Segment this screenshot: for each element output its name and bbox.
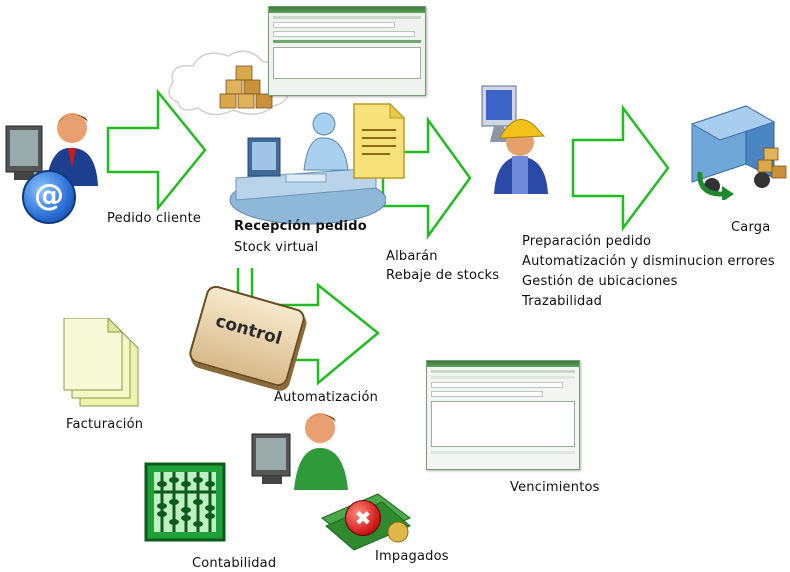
control-key-label: control <box>213 311 285 350</box>
reception-desk-illustration <box>229 112 386 225</box>
label-impagados: Impagados <box>375 549 449 564</box>
label-recepcion-pedido: Recepción pedido <box>234 219 367 234</box>
abacus-icon <box>144 462 226 542</box>
unpaid-cross-icon: ✖ <box>345 500 381 536</box>
label-carga: Carga <box>731 220 771 235</box>
label-albaran: Albarán <box>386 249 438 264</box>
order-app-screenshot <box>268 6 426 96</box>
email-icon: @ <box>22 170 76 224</box>
arrow-preparacion-to-carga <box>571 104 670 232</box>
label-contabilidad: Contabilidad <box>192 556 277 571</box>
label-pedido-cliente: Pedido cliente <box>107 211 202 226</box>
label-facturacion: Facturación <box>66 417 144 432</box>
arrow-recepcion-to-preparacion <box>381 116 472 240</box>
delivery-truck-icon <box>690 105 787 200</box>
label-trazabilidad: Trazabilidad <box>522 294 603 309</box>
label-preparacion-pedido: Preparación pedido <box>522 234 652 249</box>
arrow-pedido-to-recepcion <box>106 88 207 212</box>
label-stock-virtual: Stock virtual <box>234 240 319 255</box>
label-automatizacion-errores: Automatización y disminucion errores <box>522 254 775 269</box>
invoices-pages-icon <box>63 318 139 407</box>
accounting-user-icon <box>251 413 348 490</box>
label-rebaje-stocks: Rebaje de stocks <box>386 268 500 283</box>
label-vencimientos: Vencimientos <box>510 480 600 495</box>
delivery-note-document-icon <box>353 102 406 179</box>
boxes-icon <box>219 65 273 109</box>
warehouse-worker-icon <box>481 85 548 194</box>
due-dates-app-screenshot <box>426 360 580 470</box>
label-gestion-ubicaciones: Gestión de ubicaciones <box>522 274 678 289</box>
label-automatizacion: Automatización <box>274 390 379 405</box>
